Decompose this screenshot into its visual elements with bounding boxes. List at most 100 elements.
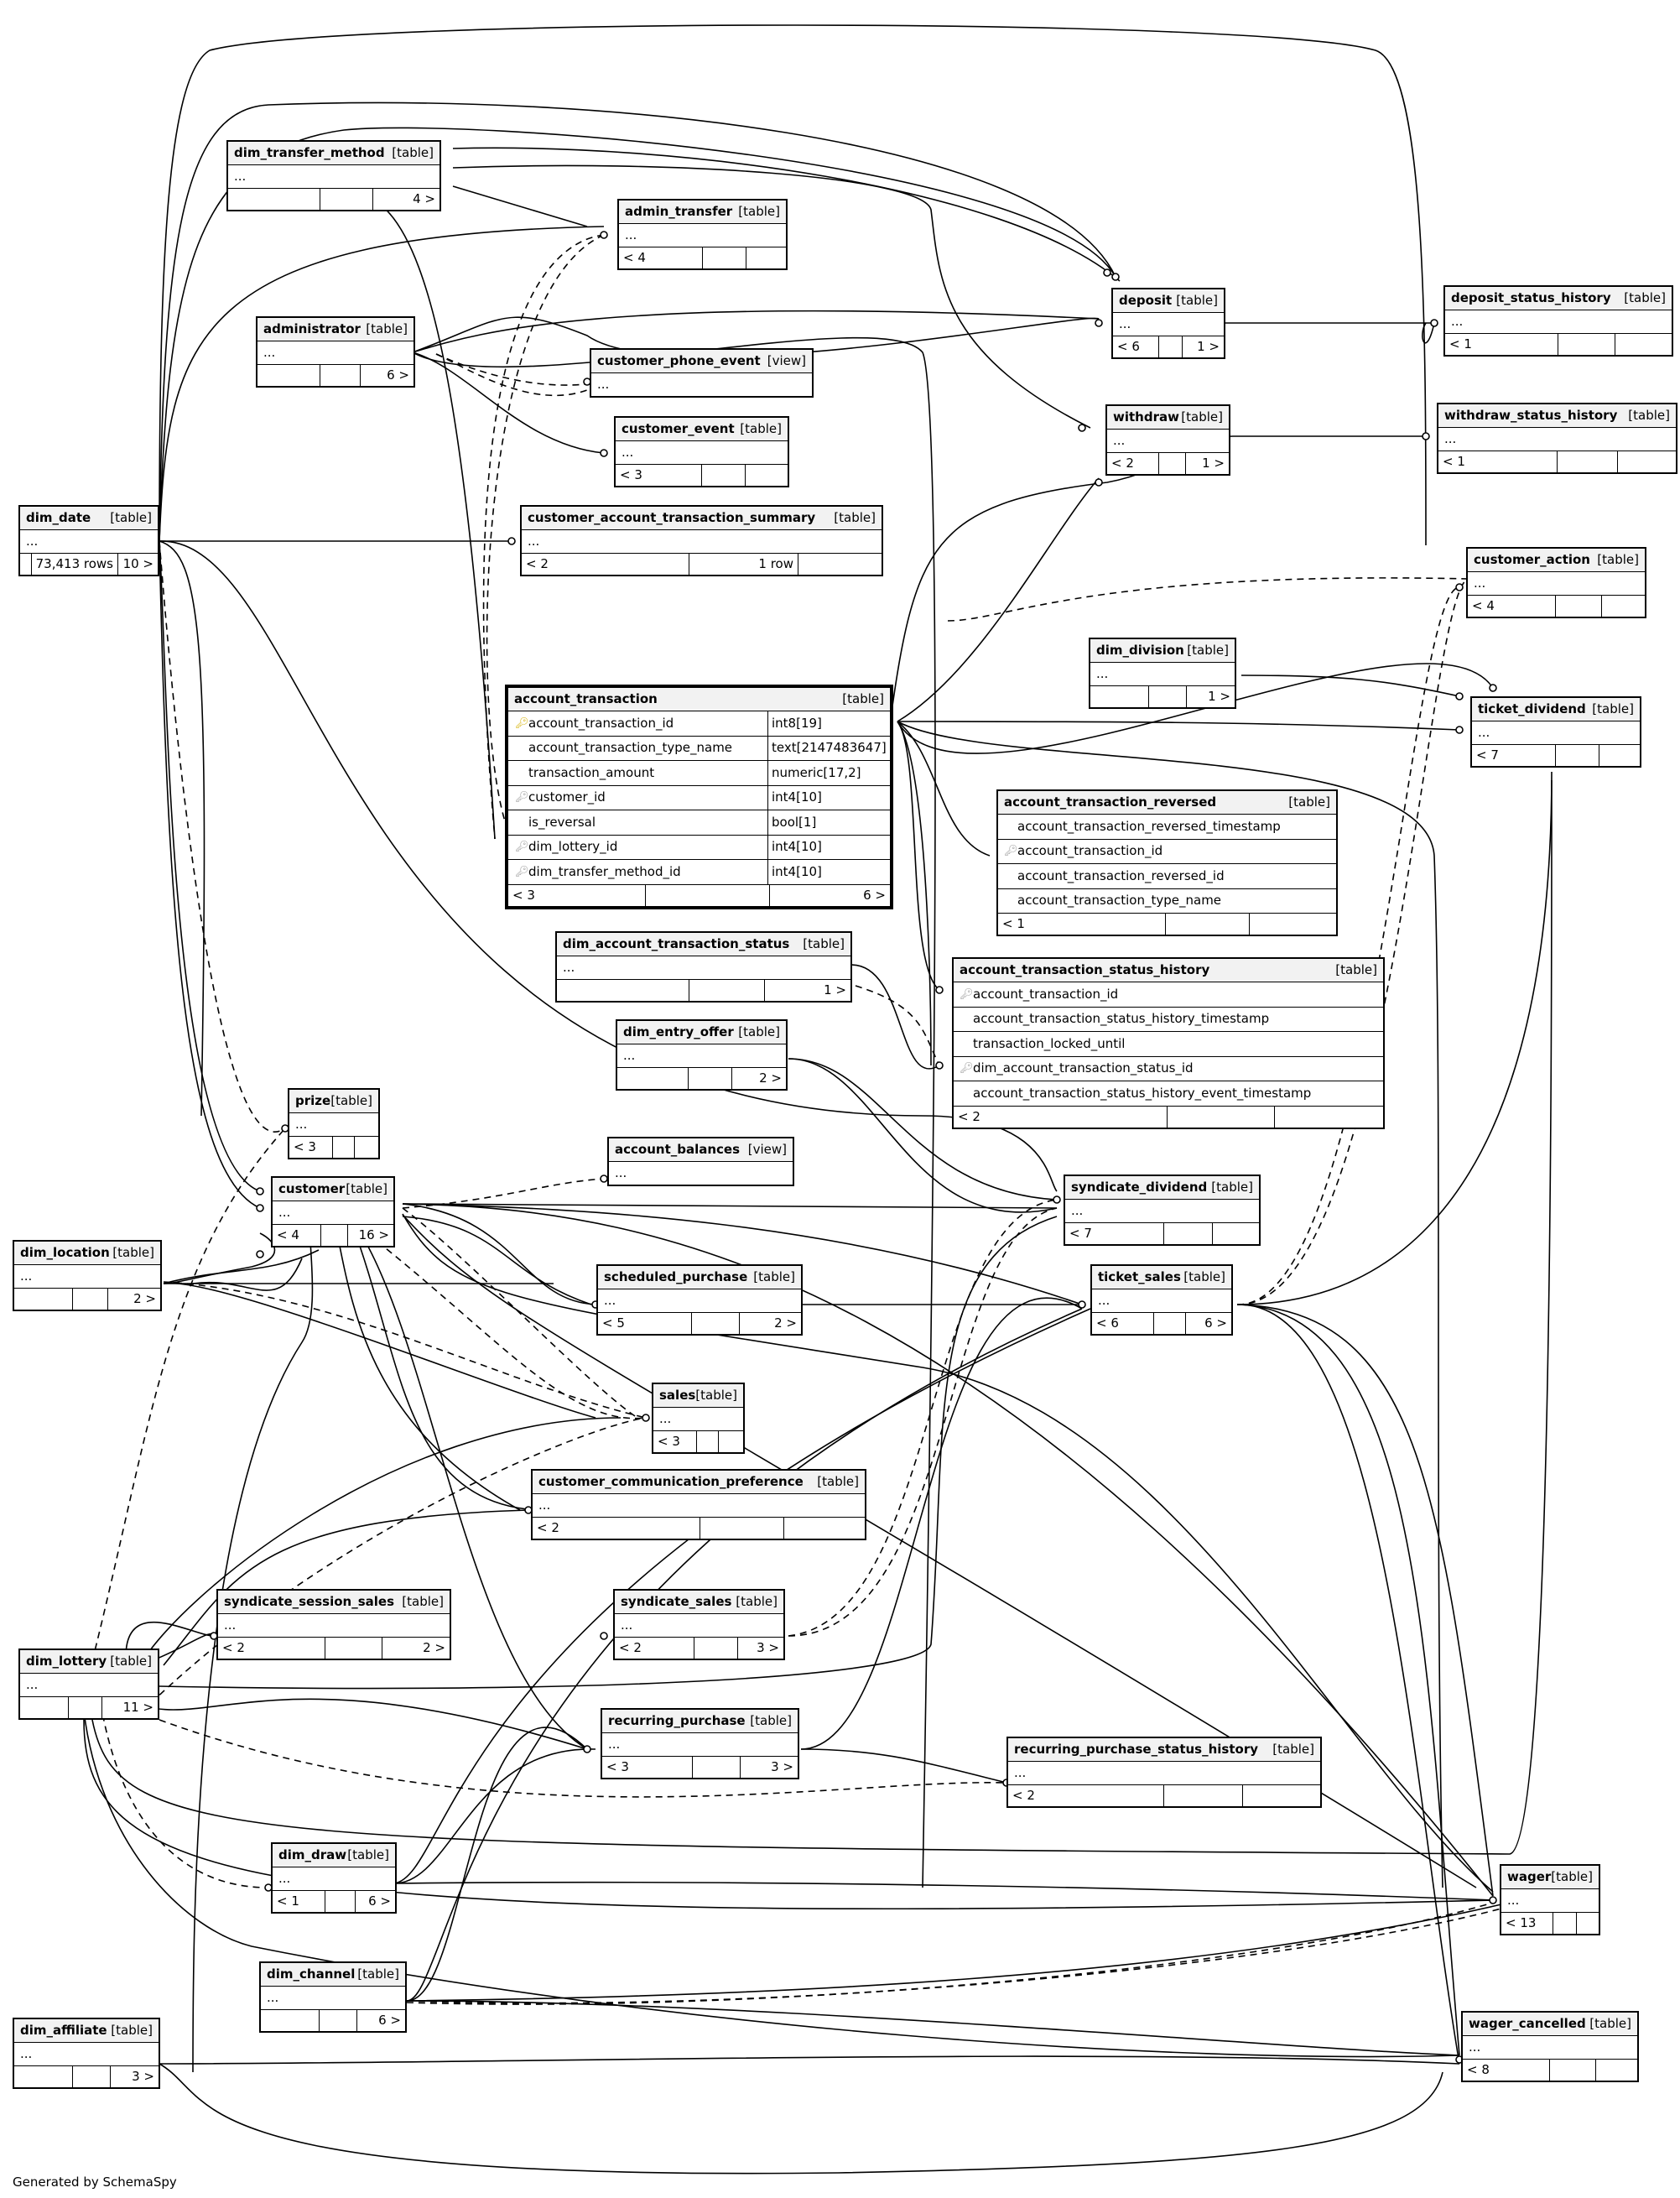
footer-children[interactable]: 1 > [1208,689,1230,704]
footer-parents[interactable]: < 3 [602,1757,693,1778]
footer-parents[interactable]: < 8 [1463,2060,1550,2081]
table-customer-account-transaction-summary[interactable]: customer_account_transaction_summary[tab… [520,505,883,576]
footer-children[interactable]: 2 > [759,1070,782,1086]
table-dim-lottery[interactable]: dim_lottery[table] ... 11 > [18,1648,159,1720]
footer-parents[interactable]: < 1 [273,1891,325,1912]
footer-parents[interactable]: < 1 [1445,334,1558,355]
table-dim-entry-offer[interactable]: dim_entry_offer[table] ... 2 > [616,1019,788,1091]
footer-parents[interactable]: < 4 [273,1225,321,1246]
column-row[interactable]: transaction_locked_until [954,1032,1383,1057]
column-row[interactable]: account_transaction_status_history_times… [954,1008,1383,1032]
table-ticket-dividend[interactable]: ticket_dividend[table] ... < 7 [1470,696,1641,768]
table-dim-affiliate[interactable]: dim_affiliate[table] ... 3 > [13,2018,160,2089]
table-prize[interactable]: prize[table] ... < 3 [288,1088,380,1159]
footer-parents[interactable]: < 4 [1468,596,1556,617]
footer-parents[interactable]: < 7 [1065,1223,1164,1244]
column-row[interactable]: account_transaction_reversed_timestamp [998,815,1336,840]
column-row[interactable]: account_transaction_type_name [998,889,1336,914]
footer-parents[interactable]: < 3 [616,465,702,486]
table-wager-cancelled[interactable]: wager_cancelled[table] ... < 8 [1461,2011,1639,2082]
footer-children[interactable]: 16 > [358,1227,389,1242]
table-deposit-status-history[interactable]: deposit_status_history[table] ... < 1 [1443,285,1673,357]
table-dim-location[interactable]: dim_location[table] ... 2 > [13,1240,162,1311]
footer-children[interactable]: 1 > [824,982,846,997]
table-account-balances[interactable]: account_balances[view] ... [607,1137,794,1186]
footer-parents[interactable]: < 3 [508,884,646,906]
footer-children[interactable]: 3 > [771,1759,793,1774]
table-dim-account-transaction-status[interactable]: dim_account_transaction_status[table] ..… [555,931,852,1003]
footer-parents[interactable]: < 6 [1092,1313,1154,1334]
footer-children[interactable]: 3 > [132,2069,154,2084]
footer-parents[interactable]: < 2 [533,1518,700,1539]
column-row[interactable]: account_transaction_status_history_event… [954,1081,1383,1107]
footer-parents[interactable]: < 2 [1008,1785,1164,1806]
footer-parents[interactable]: < 3 [653,1431,697,1452]
footer-parents[interactable]: < 7 [1472,745,1556,766]
table-account-transaction-reversed[interactable]: account_transaction_reversed[table] acco… [996,789,1338,936]
column-row[interactable]: 🔑︎account_transaction_id [998,840,1336,864]
footer-children[interactable]: 1 > [1197,339,1220,354]
footer-children[interactable]: 11 > [122,1700,153,1715]
table-dim-transfer-method[interactable]: dim_transfer_method[table] ... 4 > [226,140,441,211]
footer-children[interactable]: 2 > [133,1291,156,1306]
table-customer-communication-preference[interactable]: customer_communication_preference[table]… [531,1469,866,1540]
footer-parents[interactable]: < 13 [1501,1913,1553,1934]
footer-children[interactable]: 2 > [774,1315,797,1331]
column-row[interactable]: account_transaction_reversed_id [998,864,1336,889]
table-customer-phone-event[interactable]: customer_phone_event[view] ... [590,348,814,398]
footer-parents[interactable]: < 2 [1107,453,1159,474]
footer-children[interactable]: 6 > [378,2013,401,2028]
footer-children[interactable]: 4 > [413,191,435,206]
table-customer-event[interactable]: customer_event[table] ... < 3 [614,416,789,487]
footer-children[interactable]: 6 > [387,367,409,383]
column-row[interactable]: 🔑︎dim_account_transaction_status_id [954,1057,1383,1081]
table-withdraw-status-history[interactable]: withdraw_status_history[table] ... < 1 [1437,403,1677,474]
footer-children[interactable]: 6 > [863,887,886,903]
footer-children[interactable]: 10 > [122,556,153,571]
table-sales[interactable]: sales[table] ... < 3 [652,1383,745,1454]
table-dim-channel[interactable]: dim_channel[table] ... 6 > [259,1961,407,2033]
table-customer-action[interactable]: customer_action[table] ... < 4 [1466,547,1646,618]
footer-parents[interactable]: < 2 [218,1638,325,1659]
footer-parents[interactable]: < 1 [998,914,1166,935]
table-account-transaction[interactable]: account_transaction[table] 🔑︎account_tra… [505,685,893,909]
footer-parents[interactable]: < 2 [615,1638,694,1659]
footer-children[interactable]: 6 > [1204,1315,1227,1331]
footer-children[interactable]: 1 > [1202,456,1225,471]
table-syndicate-dividend[interactable]: syndicate_dividend[table] ... < 7 [1064,1175,1261,1246]
footer-parents[interactable]: < 5 [598,1313,692,1334]
column-row[interactable]: 🔑︎account_transaction_id [954,982,1383,1008]
table-admin-transfer[interactable]: admin_transfer[table] ... < 4 [617,199,788,270]
table-recurring-purchase-status-history[interactable]: recurring_purchase_status_history[table]… [1006,1737,1322,1808]
footer-parents[interactable]: < 6 [1113,336,1159,357]
table-dim-division[interactable]: dim_division[table] ... 1 > [1089,638,1236,709]
footer-parents[interactable]: < 1 [1438,451,1558,472]
footer-parents[interactable]: < 3 [289,1137,333,1158]
footer-children[interactable]: 2 > [423,1640,445,1655]
table-administrator[interactable]: administrator[table] ... 6 > [256,316,415,388]
footer-children[interactable]: 6 > [368,1893,391,1909]
table-account-transaction-status-history[interactable]: account_transaction_status_history[table… [952,957,1385,1129]
footer-parents[interactable]: < 4 [619,247,703,268]
footer-parents[interactable]: < 2 [954,1106,1168,1128]
table-wager[interactable]: wager[table] ... < 13 [1500,1864,1600,1935]
footer-parents[interactable]: < 2 [522,554,689,575]
footer-children[interactable]: 3 > [757,1640,779,1655]
